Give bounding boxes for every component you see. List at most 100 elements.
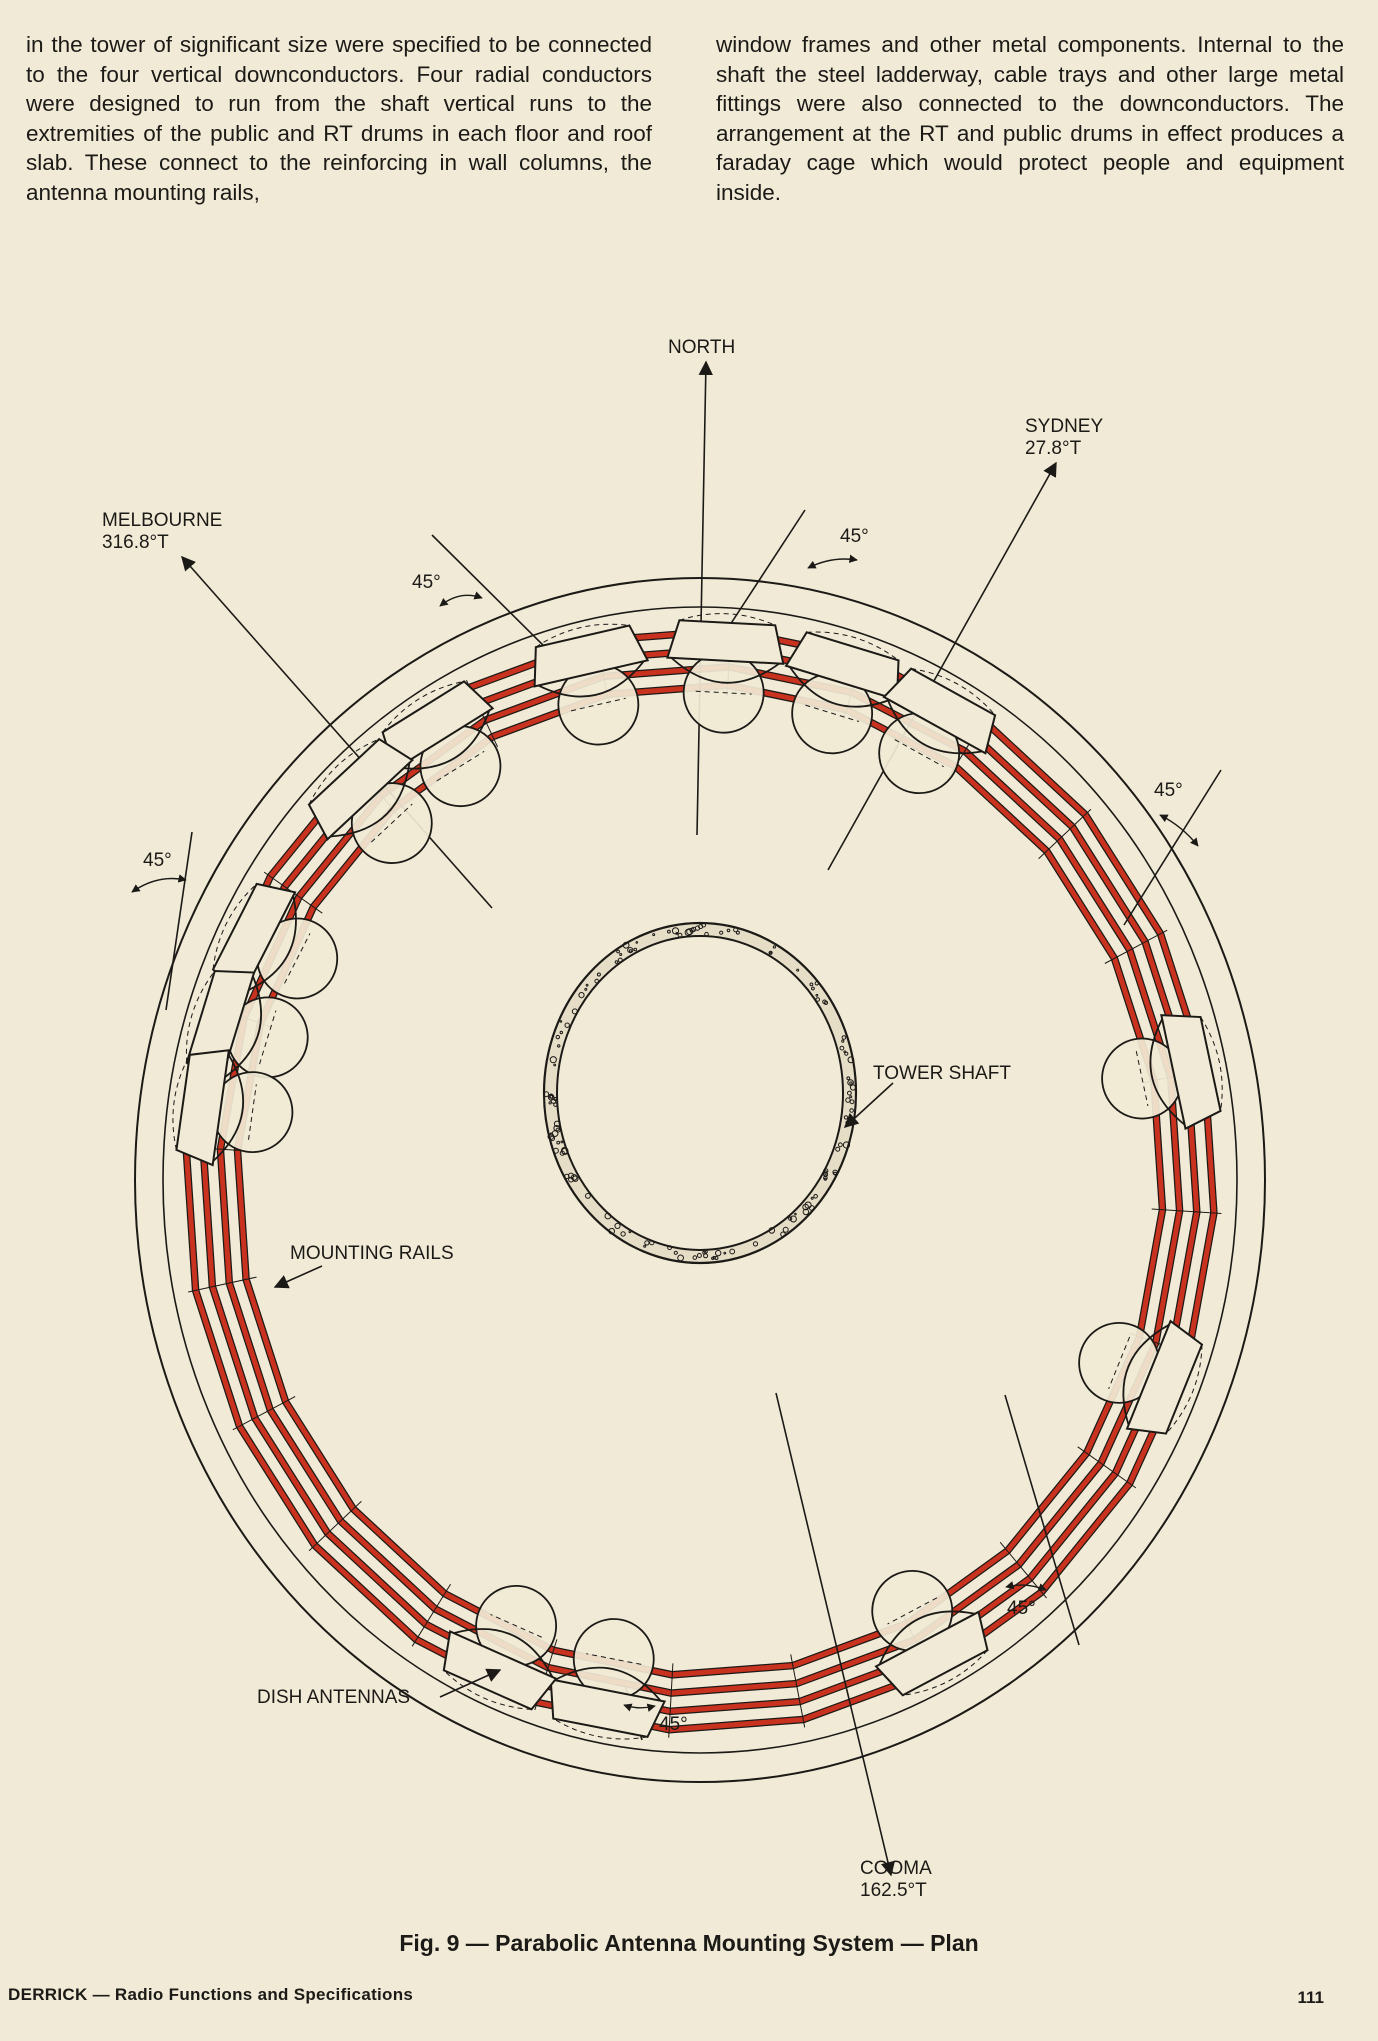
aggregate-dot: [794, 1212, 797, 1216]
offset-line-north: [727, 509, 806, 629]
dish-reflector: [1125, 1319, 1204, 1435]
aggregate-dot: [711, 1256, 715, 1261]
aggregate-dot: [548, 1101, 552, 1105]
dish-rim: [172, 1054, 191, 1151]
aggregate-dot: [564, 1173, 570, 1180]
dish-antenna-8: [784, 631, 900, 755]
aggregate-dot: [571, 1008, 578, 1015]
aggregate-dot: [556, 1140, 561, 1145]
dish-curve: [243, 895, 297, 993]
dish-antenna-13: [549, 1618, 667, 1740]
aggregate-dot: [782, 1226, 789, 1233]
rail-bracket: [1077, 1446, 1137, 1489]
leader-arrows: [273, 1082, 894, 1698]
angle-arc-melbourne: [439, 591, 483, 607]
aggregate-dot: [572, 1175, 579, 1182]
aggregate-dot: [628, 949, 633, 953]
angle-label-east: 45°: [1154, 780, 1183, 801]
aggregate-dot: [635, 941, 639, 944]
aggregate-dot: [715, 1249, 722, 1257]
aggregate-dot: [823, 1177, 827, 1181]
angle-arc-south: [623, 1703, 656, 1712]
aggregate-dot: [616, 949, 620, 954]
aggregate-dot: [608, 1227, 616, 1235]
dish-rim: [911, 668, 996, 716]
bearing-lines: [165, 360, 1222, 1877]
aggregate-dot: [808, 1205, 815, 1211]
aggregate-dot: [714, 1256, 719, 1260]
dish-centerline: [370, 803, 413, 843]
sydney-bearing: 27.8°T: [1025, 438, 1082, 459]
mounting-rails-label: MOUNTING RAILS: [290, 1243, 454, 1264]
aggregate-dot: [548, 1093, 554, 1099]
dish-reflector: [666, 619, 785, 665]
offset-line-sydney: [1123, 769, 1222, 926]
rail-bracket: [1104, 929, 1168, 964]
aggregate-dot: [550, 1098, 557, 1104]
dish-antenna-10: [1101, 1014, 1223, 1131]
body-paragraph-right: window frames and other metal components…: [716, 32, 1344, 205]
dish-curve: [330, 762, 411, 838]
aggregate-dot: [839, 1045, 845, 1051]
dish-curve: [1122, 1323, 1170, 1426]
aggregate-dot: [726, 928, 731, 933]
aggregate-dot: [824, 1170, 828, 1174]
rail-bracket: [308, 1500, 362, 1552]
dish-antenna-3: [211, 882, 339, 1000]
north-label: NORTH: [668, 337, 735, 358]
tower-shaft-label: TOWER SHAFT: [873, 1063, 1011, 1084]
aggregate-dot: [614, 1222, 621, 1230]
dish-curve: [878, 1610, 976, 1665]
aggregate-dot: [585, 1193, 591, 1199]
rail-bracket: [1038, 808, 1092, 860]
aggregate-dot: [614, 960, 619, 964]
aggregate-dot: [788, 1216, 793, 1221]
dish-reflector: [549, 1678, 667, 1739]
offset-line-melbourne: [431, 534, 554, 656]
aggregate-dot: [675, 932, 679, 935]
aggregate-dot: [667, 1245, 672, 1251]
aggregate-dot: [677, 932, 683, 938]
aggregate-dot: [691, 926, 697, 933]
aggregate-dot: [838, 1142, 843, 1148]
rail-bracket: [232, 1396, 296, 1431]
aggregate-dot: [701, 922, 707, 928]
aggregate-dot: [553, 1120, 561, 1128]
aggregate-dot: [559, 1020, 563, 1023]
angle-arc-southeast: [1005, 1581, 1047, 1592]
angle-label-melbourne: 45°: [412, 572, 441, 593]
dish-curve: [670, 657, 780, 684]
aggregate-dot: [619, 953, 623, 956]
aggregate-dot: [810, 1196, 814, 1200]
mounting-rails-leader: [273, 1265, 323, 1289]
dish-centerline: [1135, 1051, 1149, 1107]
dish-curve: [397, 710, 491, 770]
dish-centerline: [894, 739, 944, 768]
dish-antennas-label: DISH ANTENNAS: [257, 1687, 410, 1708]
offset-line-west: [165, 831, 193, 1011]
cooma-arrow: [775, 1392, 895, 1877]
aggregate-dot: [849, 1084, 857, 1091]
dish-centerline: [805, 704, 860, 722]
aggregate-dot: [696, 1253, 702, 1258]
aggregate-dot: [692, 1255, 698, 1260]
aggregate-dot: [644, 1240, 650, 1246]
aggregate-dot: [549, 1056, 557, 1064]
dish-curve: [789, 666, 894, 708]
dish-reflector: [307, 737, 415, 841]
melbourne-arrow: [181, 555, 493, 909]
aggregate-dot: [549, 1132, 554, 1136]
aggregate-dot: [802, 1208, 810, 1216]
dish-curve: [554, 1666, 662, 1702]
dish-rim: [382, 680, 465, 733]
dish-curve: [538, 660, 645, 698]
text-column-right: window frames and other metal components…: [716, 30, 1344, 207]
aggregate-dot: [847, 1090, 852, 1096]
rail-bracket: [1151, 1208, 1222, 1214]
sydney-label: SYDNEY: [1025, 416, 1103, 437]
aggregate-dot: [835, 1146, 841, 1152]
aggregate-dot: [802, 1203, 809, 1211]
dish-centerline: [284, 933, 311, 984]
dish-antenna-11: [1078, 1319, 1204, 1435]
aggregate-dot: [768, 950, 773, 955]
